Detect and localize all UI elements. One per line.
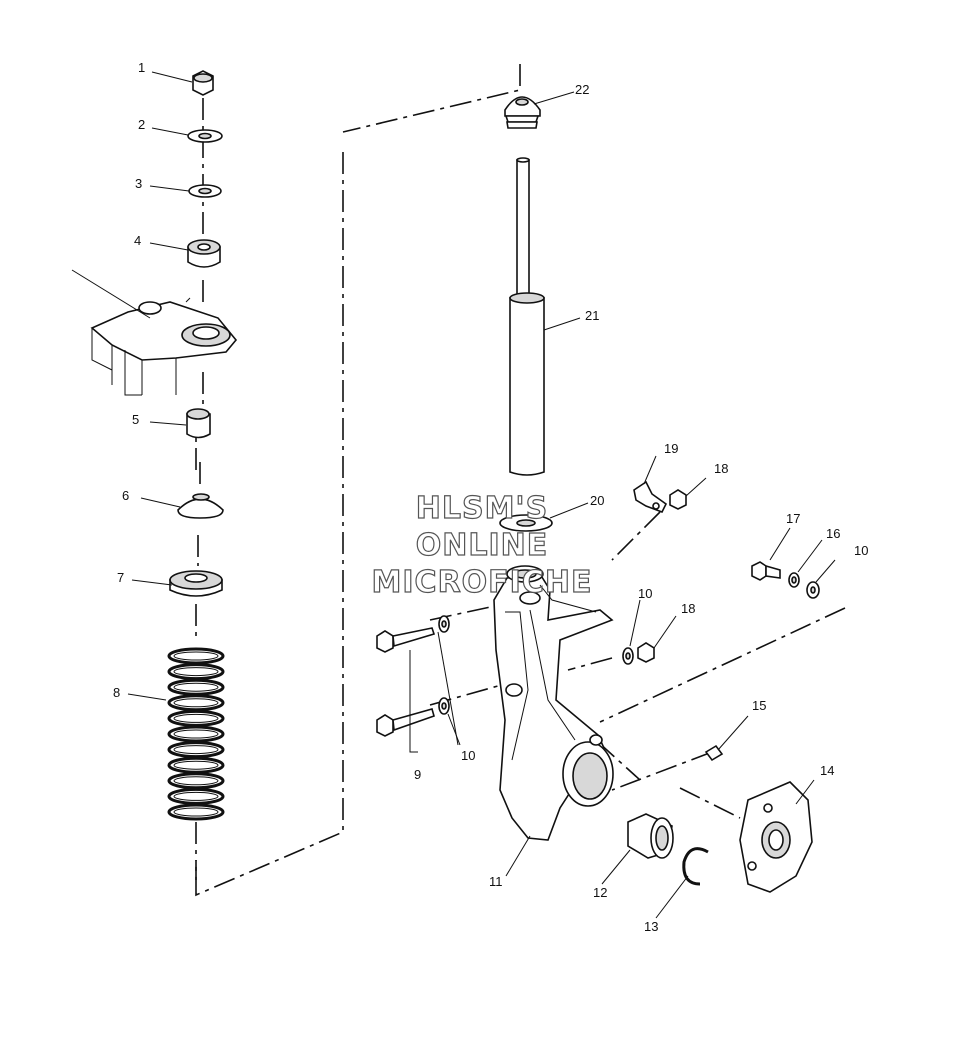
part-13-snap-ring <box>682 847 709 886</box>
callout-7: 7 <box>117 570 124 585</box>
watermark-line-3: MICROFICHE <box>372 565 593 600</box>
part-18-nut-upper <box>669 489 687 510</box>
callout-10-a: 10 <box>461 748 475 763</box>
callout-22: 22 <box>575 82 589 97</box>
callout-19: 19 <box>664 441 678 456</box>
spring-coil-inner <box>173 807 219 817</box>
part-14-brake-caliper <box>739 781 813 893</box>
callout-numbers: 1 2 3 4 5 6 7 8 9 10 10 10 10 11 12 13 1… <box>113 60 868 934</box>
callout-11: 11 <box>489 874 503 889</box>
spring-coil <box>167 663 225 681</box>
spring-coil-inner <box>173 667 219 677</box>
callout-3: 3 <box>135 176 142 191</box>
callout-1: 1 <box>138 60 145 75</box>
part-9-bolt-lower <box>376 708 435 737</box>
part-7-spring-seat <box>169 570 223 597</box>
callout-18-a: 18 <box>714 461 728 476</box>
spring-coil <box>167 678 225 696</box>
watermark-line-1: HLSM'S <box>416 491 548 526</box>
part-1-lock-nut <box>192 70 214 96</box>
callout-18-b: 18 <box>681 601 695 616</box>
callout-2: 2 <box>138 117 145 132</box>
spring-coil-inner <box>173 651 219 661</box>
callout-8: 8 <box>113 685 120 700</box>
callout-10-c: 10 <box>854 543 868 558</box>
part-5-spacer <box>186 408 211 439</box>
callout-20: 20 <box>590 493 604 508</box>
callout-15: 15 <box>752 698 766 713</box>
callout-10-b: 10 <box>638 586 652 601</box>
part-20-washer <box>499 514 553 532</box>
watermark: HLSM'S ONLINE MICROFICHE <box>371 490 593 600</box>
spring-coil-inner <box>173 791 219 801</box>
spring-coil-inner <box>173 745 219 755</box>
spring-coil <box>167 772 225 790</box>
callout-9: 9 <box>414 767 421 782</box>
part-21-shock-absorber <box>509 157 545 476</box>
callout-21: 21 <box>585 308 599 323</box>
spring-coil <box>167 709 225 727</box>
spring-coil <box>167 647 225 665</box>
callout-4: 4 <box>134 233 141 248</box>
spring-coil-inner <box>173 760 219 770</box>
spring-coil-inner <box>173 698 219 708</box>
spring-coil-inner <box>173 776 219 786</box>
watermark-line-2: ONLINE <box>416 528 549 563</box>
part-10-washer-a <box>438 615 450 633</box>
part-12-bearing <box>627 813 674 859</box>
part-9-bolt-upper <box>376 627 436 653</box>
callout-leaders <box>127 71 836 919</box>
callout-16: 16 <box>826 526 840 541</box>
callout-14: 14 <box>820 763 834 778</box>
spring-coil-inner <box>173 682 219 692</box>
strut-mount-bracket <box>71 269 238 396</box>
part-8-coil-spring <box>167 647 225 821</box>
part-19-hose-clamp <box>633 480 668 514</box>
assembly-guide-lines <box>195 64 846 897</box>
part-10-washer-d <box>806 581 820 599</box>
part-22-jounce-bumper <box>504 96 541 129</box>
callout-6: 6 <box>122 488 129 503</box>
callout-17: 17 <box>786 511 800 526</box>
callout-13: 13 <box>644 919 658 934</box>
spring-coil <box>167 694 225 712</box>
spring-coil <box>167 741 225 759</box>
spring-coil <box>167 756 225 774</box>
leader-line <box>409 650 418 753</box>
spring-coil <box>167 803 225 821</box>
part-18-nut-lower <box>637 642 655 663</box>
spring-coil-inner <box>173 729 219 739</box>
part-10-washer-b <box>438 697 450 715</box>
part-10-washer-c <box>622 647 634 665</box>
spring-coil-inner <box>173 713 219 723</box>
spring-coil <box>167 787 225 805</box>
part-4-bushing <box>187 239 221 268</box>
part-6-spring-cup <box>177 493 224 519</box>
callout-5: 5 <box>132 412 139 427</box>
spring-coil <box>167 725 225 743</box>
part-2-washer <box>187 129 223 143</box>
part-11-strut-housing <box>493 565 614 841</box>
part-16-lock-washer <box>788 572 800 588</box>
callout-12: 12 <box>593 885 607 900</box>
part-3-washer <box>188 184 222 198</box>
part-17-bolt <box>751 561 781 581</box>
